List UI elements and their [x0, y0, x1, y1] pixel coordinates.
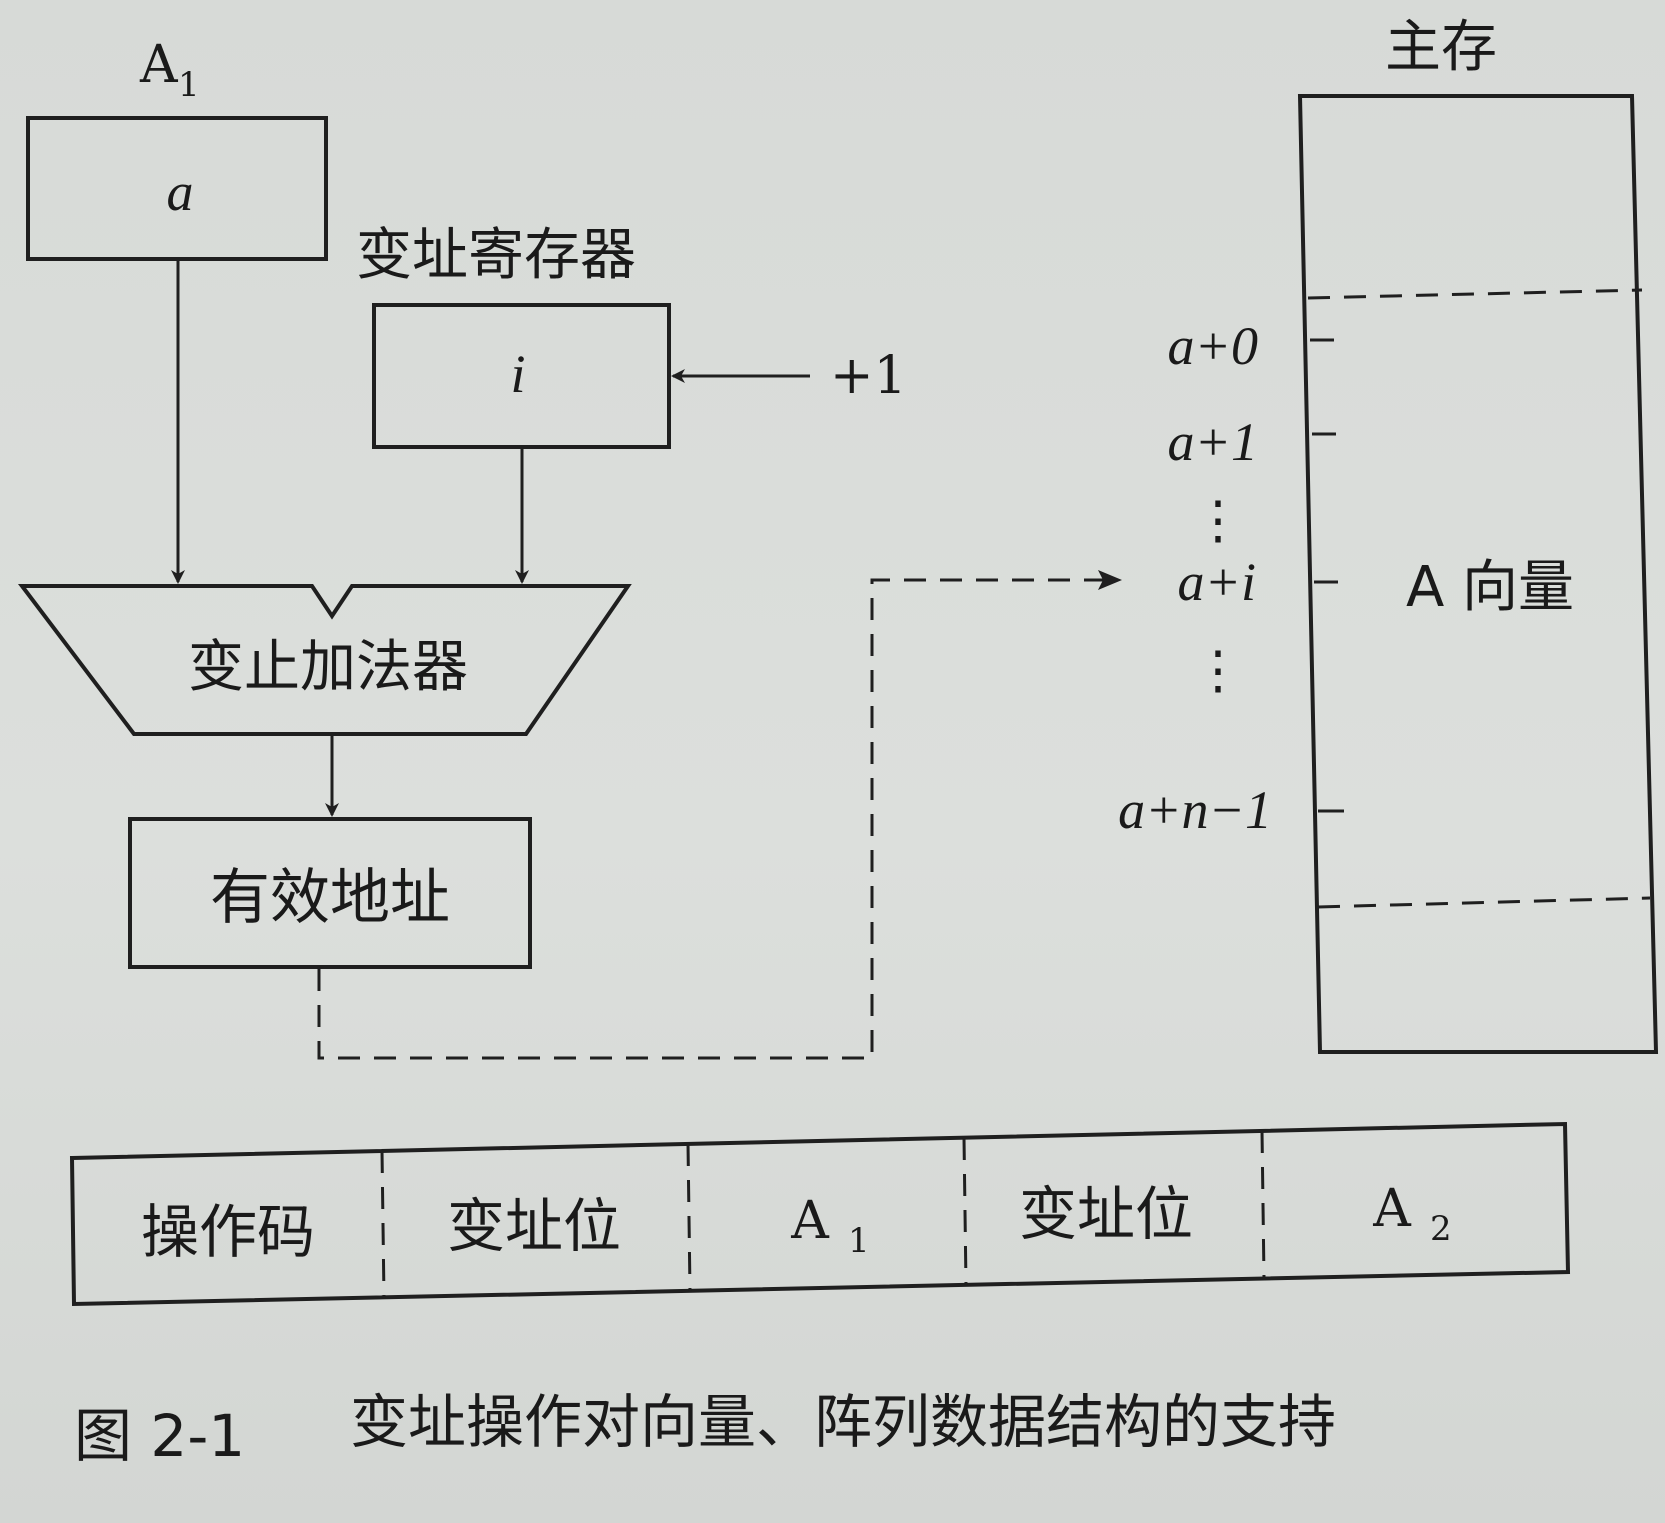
adder-shape [17, 584, 632, 736]
field-divider-3 [962, 1137, 968, 1286]
instruction-format: 操作码 变址位 A 1 变址位 A 2 [69, 1121, 1571, 1307]
effective-address-box [128, 817, 532, 969]
memory-block [1297, 94, 1659, 1054]
field-a1: A [790, 1191, 830, 1251]
register-a1-box [26, 116, 328, 261]
figure-caption: 图 2-1 变址操作对向量、阵列数据结构的支持 [74, 1388, 1336, 1470]
memory-title: 主存 [1385, 15, 1497, 80]
field-a2: A [1372, 1179, 1412, 1239]
register-a1-label: A [139, 35, 179, 95]
field-divider-1 [380, 1150, 386, 1299]
vector-bottom-boundary [1317, 896, 1651, 909]
vector-region-label: A 向量 [1406, 555, 1574, 620]
increment-label: +1 [830, 346, 907, 406]
field-divider-4 [1260, 1130, 1266, 1279]
index-register-content: i [510, 344, 525, 404]
index-register: 变址寄存器 i +1 [356, 223, 907, 449]
vector-top-boundary [1307, 288, 1643, 300]
caption-text: 变址操作对向量、阵列数据结构的支持 [350, 1388, 1336, 1456]
field-a1-subscript: 1 [848, 1221, 870, 1261]
index-register-title: 变址寄存器 [356, 223, 636, 288]
ellipsis-lower: ⋮ [1192, 641, 1244, 701]
caption-figure-number: 图 2-1 [74, 1402, 245, 1470]
instruction-format-box [69, 1121, 1571, 1307]
address-label-a0: a+0 [1168, 316, 1258, 376]
effective-address-label: 有效地址 [210, 863, 450, 933]
adder: 变止加法器 [17, 584, 632, 736]
address-label-an: a+n−1 [1118, 780, 1272, 840]
effective-address: 有效地址 [128, 817, 532, 969]
main-memory: 主存 a+0 a+1 ⋮ a+i ⋮ a+n−1 A 向量 [1118, 15, 1659, 1054]
adder-label: 变止加法器 [188, 635, 468, 700]
field-opcode: 操作码 [141, 1198, 315, 1266]
register-a1-label-subscript: 1 [178, 65, 200, 105]
address-label-ai: a+i [1178, 552, 1256, 612]
register-a1: A 1 a [26, 35, 328, 261]
field-a2-subscript: 2 [1430, 1209, 1452, 1249]
field-divider-2 [686, 1143, 692, 1292]
ellipsis-upper: ⋮ [1192, 491, 1244, 551]
dashed-address-path [317, 578, 1112, 1060]
field-index-bit-1: 变址位 [447, 1192, 621, 1260]
register-a1-content: a [167, 162, 194, 222]
dashed-path-arrowhead [1098, 570, 1122, 590]
index-register-box [372, 303, 671, 449]
field-index-bit-2: 变址位 [1019, 1180, 1193, 1248]
address-label-a1: a+1 [1168, 412, 1258, 472]
